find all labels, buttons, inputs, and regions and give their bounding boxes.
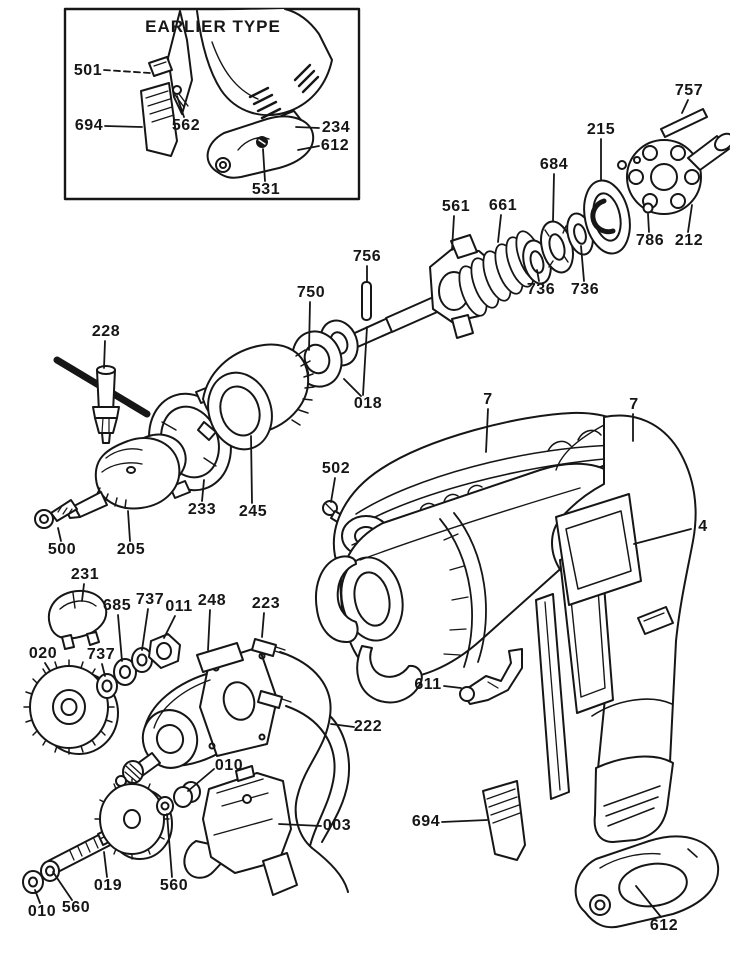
leader-line-612 xyxy=(297,145,320,151)
chuck-key-228 xyxy=(53,356,151,444)
leader-line-010 xyxy=(187,768,215,792)
leader-line-205 xyxy=(127,510,131,542)
leader-line-010 xyxy=(34,889,41,904)
leader-lines xyxy=(34,69,693,918)
leader-line-011 xyxy=(163,615,176,639)
pin-756 xyxy=(361,281,372,321)
leader-line-231 xyxy=(81,583,85,602)
leader-line-560 xyxy=(166,813,173,878)
leader-line-737 xyxy=(141,608,149,651)
leader-line-736 xyxy=(580,245,585,282)
leader-line-020 xyxy=(44,662,51,672)
leader-line-228 xyxy=(103,340,106,369)
leader-line-500 xyxy=(57,527,62,542)
washer-737-lower xyxy=(96,673,118,699)
leader-line-234 xyxy=(295,126,320,129)
leader-line-502 xyxy=(330,477,336,503)
thrust-washer-215 xyxy=(583,179,631,255)
leader-line-786 xyxy=(647,213,650,233)
leader-line-7 xyxy=(485,408,489,453)
inset-screw-531 xyxy=(256,136,268,148)
housing-handle-half-7 xyxy=(535,414,697,843)
leader-line-019 xyxy=(103,851,108,878)
motor-248 xyxy=(115,642,278,787)
washer-685 xyxy=(113,658,137,686)
leader-line-684 xyxy=(552,173,555,222)
leader-line-501 xyxy=(103,69,151,74)
leader-line-4 xyxy=(633,528,692,545)
lever-611 xyxy=(459,648,523,705)
leader-line-612 xyxy=(635,885,662,918)
base-plate-612 xyxy=(574,835,720,929)
wiring-223-222 xyxy=(251,638,350,893)
leader-line-233 xyxy=(201,479,205,502)
leader-line-757 xyxy=(681,99,689,114)
gear-shaft-019 xyxy=(22,778,201,894)
leader-line-245 xyxy=(250,435,253,504)
leader-line-003 xyxy=(278,823,322,827)
leader-line-661 xyxy=(497,214,502,243)
switch-003 xyxy=(183,765,298,896)
ball-786 xyxy=(642,202,654,214)
leader-line-561 xyxy=(451,215,455,251)
inset-brush-501 xyxy=(148,56,173,77)
pin-757 xyxy=(660,108,708,138)
screw-500 xyxy=(34,499,78,529)
leader-line-222 xyxy=(330,723,355,728)
leader-line-737 xyxy=(101,663,106,677)
knob-231 xyxy=(47,590,108,650)
leader-line-531 xyxy=(262,148,266,182)
clutch-cup-245 xyxy=(197,343,315,451)
leader-line-018 xyxy=(343,378,362,397)
inset-brush-plate-694 xyxy=(140,82,178,157)
housing-gearcase-lower xyxy=(315,462,624,704)
leader-line-694 xyxy=(441,819,488,823)
leader-line-611 xyxy=(443,685,462,689)
gear-020 xyxy=(23,659,119,755)
chuck-205 xyxy=(65,433,187,519)
leader-line-248 xyxy=(207,609,211,651)
inset-title: EARLIER TYPE xyxy=(145,17,281,36)
leader-line-736 xyxy=(536,269,540,282)
leader-line-562 xyxy=(176,95,185,118)
gear-212 xyxy=(617,132,730,215)
inset-earlier-type-box xyxy=(63,7,361,201)
leader-line-018 xyxy=(362,326,368,396)
nut-011 xyxy=(148,633,181,669)
leader-line-750 xyxy=(308,301,311,351)
leader-line-212 xyxy=(687,204,693,233)
leader-line-685 xyxy=(117,614,123,662)
brush-cap-694 xyxy=(482,780,526,861)
leader-line-560 xyxy=(52,871,73,901)
leader-line-694 xyxy=(104,125,143,128)
leader-line-223 xyxy=(261,612,265,638)
